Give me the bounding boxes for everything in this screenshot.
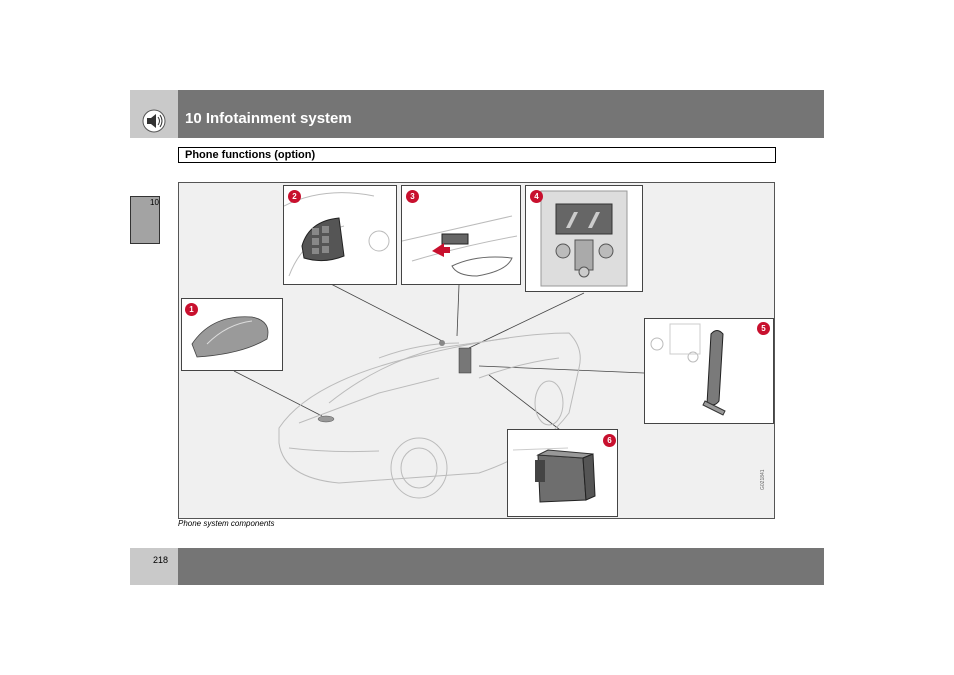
speaker-icon	[142, 109, 166, 133]
header-icon-box	[130, 90, 178, 138]
inset-phone-module: 6	[507, 429, 618, 517]
callout-badge: 3	[406, 190, 419, 203]
phone-module-icon	[512, 447, 596, 503]
callout-badge: 4	[530, 190, 543, 203]
callout-badge: 1	[185, 303, 198, 316]
inset-handset: 5	[644, 318, 774, 424]
microphone-icon	[401, 215, 518, 277]
inset-center-console: 4	[525, 185, 643, 292]
inset-antenna: 1	[181, 298, 283, 371]
figure-caption: Phone system components	[178, 519, 275, 528]
figure-code: G021841	[760, 469, 766, 490]
section-title: Phone functions (option)	[185, 149, 316, 161]
chapter-title: 10 Infotainment system	[185, 110, 352, 127]
handset-icon	[650, 323, 726, 416]
page-number: 218	[153, 555, 169, 565]
inset-steering-keypad: 2	[283, 185, 397, 285]
callout-badge: 6	[603, 434, 616, 447]
footer-page-box	[130, 548, 178, 585]
steering-wheel-keypad-icon	[283, 192, 390, 277]
center-console-icon	[540, 190, 628, 287]
chapter-tab-number: 10	[150, 198, 159, 207]
header-bar	[178, 90, 824, 138]
footer-bar	[178, 548, 824, 585]
chapter-tab	[130, 196, 160, 244]
inset-microphone: 3	[401, 185, 521, 285]
car-illustration	[233, 282, 645, 499]
callout-badge: 2	[288, 190, 301, 203]
callout-badge: 5	[757, 322, 770, 335]
antenna-icon	[191, 316, 269, 358]
phone-components-figure: 1 2 3	[178, 182, 775, 519]
section-title-box	[178, 147, 776, 163]
